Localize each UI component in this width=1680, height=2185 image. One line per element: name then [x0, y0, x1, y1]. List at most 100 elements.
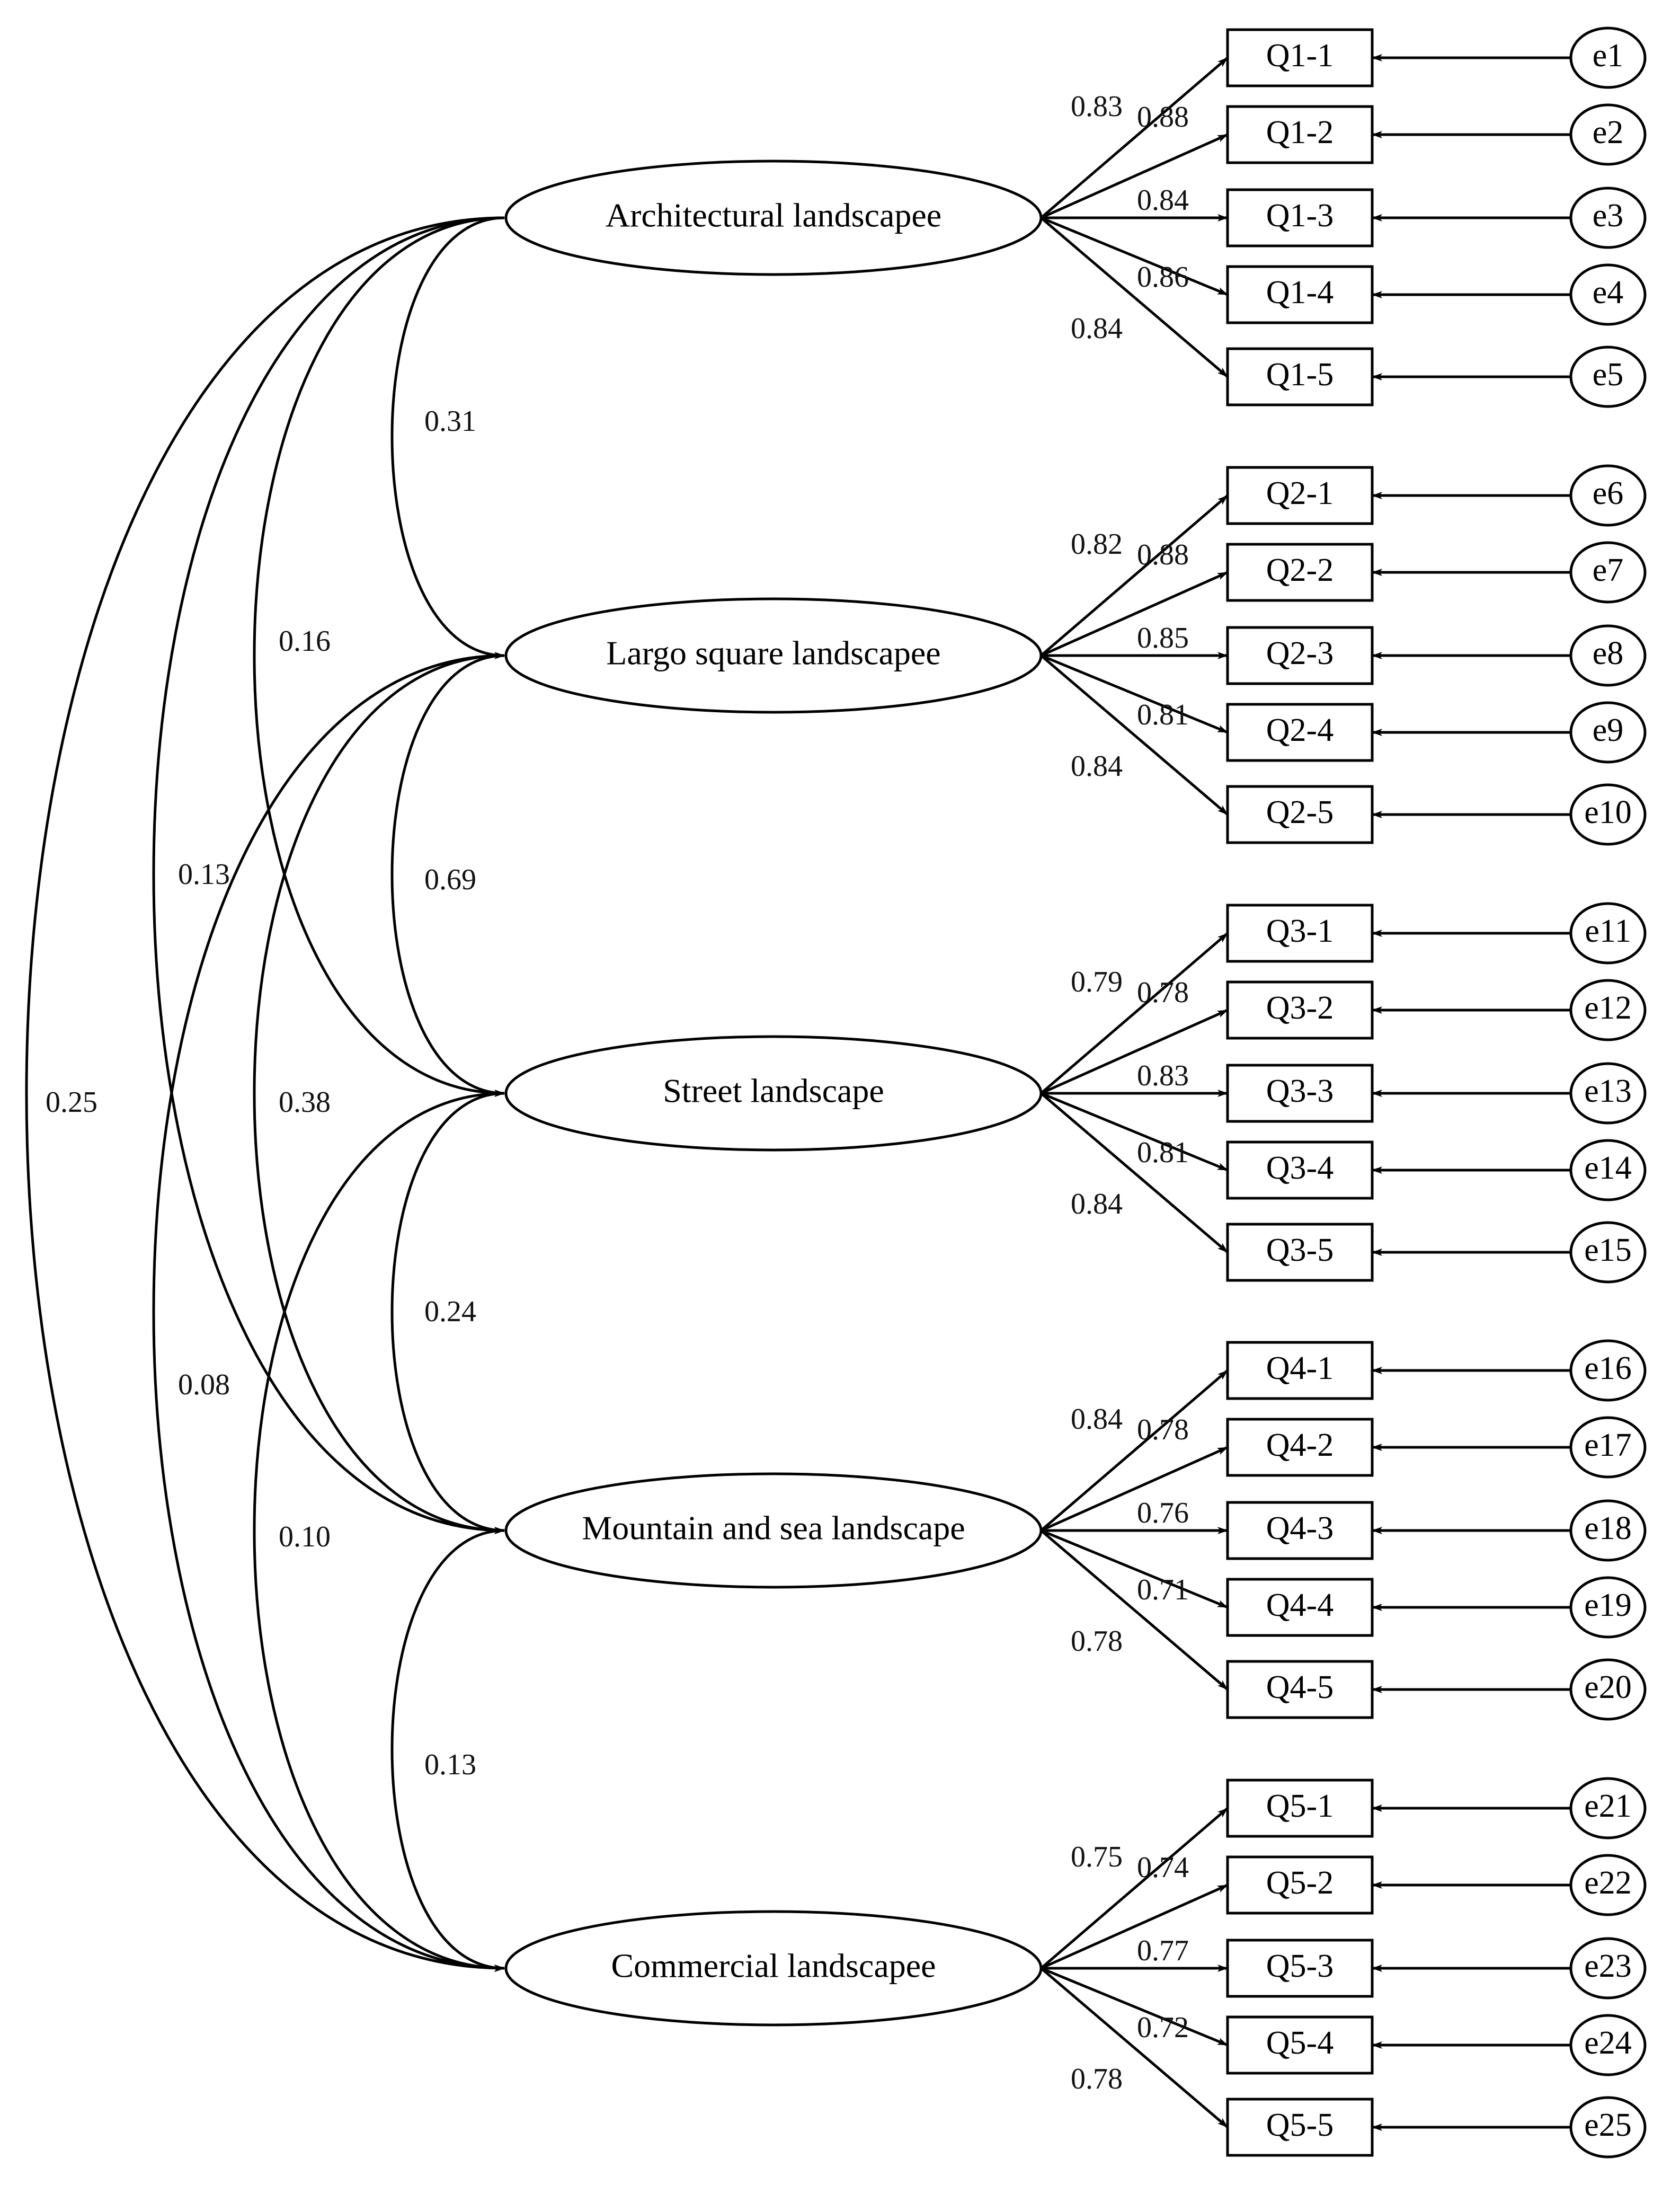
- error-term-label: e25: [1584, 2107, 1632, 2143]
- error-term-ellipse: [1569, 2096, 1647, 2159]
- latent-factor-ellipse: [504, 1910, 1043, 2027]
- indicator-label: Q5-5: [1266, 2107, 1334, 2143]
- indicator-box: [1226, 703, 1374, 762]
- error-term-label: e7: [1593, 552, 1624, 588]
- indicator-box: [1226, 2098, 1374, 2157]
- loading-coefficient: 0.88: [1137, 538, 1189, 571]
- indicator-box: [1226, 1578, 1374, 1637]
- indicator-label: Q3-4: [1266, 1150, 1334, 1186]
- loading-arrow: [1040, 494, 1229, 657]
- loading-arrow: [1040, 1883, 1229, 1970]
- loading-coefficient: 0.84: [1071, 1403, 1123, 1436]
- error-term-label: e15: [1584, 1232, 1632, 1268]
- correlation-coefficient: 0.13: [424, 1748, 476, 1781]
- loading-coefficient: 0.84: [1071, 750, 1123, 783]
- loading-arrow: [1041, 1092, 1228, 1172]
- correlation-coefficient: 0.13: [178, 858, 230, 891]
- indicator-box: [1226, 466, 1374, 525]
- correlation-coefficient: 0.38: [279, 1086, 331, 1119]
- loading-coefficient: 0.78: [1071, 2063, 1123, 2095]
- indicator-box: [1226, 1501, 1374, 1560]
- loading-coefficient: 0.84: [1137, 184, 1189, 217]
- error-term-ellipse: [1569, 1576, 1647, 1639]
- loading-arrow: [1040, 217, 1229, 378]
- correlation-arc-0-4: [25, 214, 515, 1972]
- loading-arrow: [1040, 1369, 1229, 1532]
- indicator-box: [1226, 1779, 1374, 1838]
- error-term-label: e16: [1584, 1350, 1632, 1386]
- correlation-arc-2-4: [253, 1089, 515, 1972]
- indicator-box: [1226, 1855, 1374, 1915]
- error-term-label: e17: [1584, 1427, 1632, 1463]
- latent-factor-ellipse: [504, 597, 1043, 714]
- indicator-label: Q3-3: [1266, 1073, 1334, 1109]
- indicator-label: Q1-3: [1266, 198, 1334, 234]
- loading-arrow: [1041, 1967, 1228, 2047]
- loading-arrow: [1040, 57, 1229, 219]
- error-term-label: e13: [1584, 1073, 1632, 1109]
- indicator-box: [1226, 1140, 1374, 1200]
- error-term-ellipse: [1569, 464, 1647, 527]
- error-term-label: e4: [1593, 275, 1624, 311]
- latent-factor-ellipse: [504, 1472, 1043, 1589]
- indicator-box: [1226, 265, 1374, 324]
- latent-factor-label: Street landscape: [663, 1072, 884, 1110]
- error-term-label: e12: [1584, 990, 1632, 1026]
- loading-arrow: [1040, 654, 1229, 816]
- loading-coefficient: 0.78: [1137, 976, 1189, 1009]
- indicator-box: [1226, 188, 1374, 247]
- loading-coefficient: 0.81: [1137, 1136, 1189, 1169]
- loading-coefficient: 0.88: [1137, 101, 1189, 134]
- latent-factor-label: Largo square landscapee: [606, 634, 940, 672]
- indicator-box: [1226, 626, 1374, 685]
- loading-arrow: [1041, 654, 1228, 734]
- correlation-arc-1-2: [390, 651, 515, 1097]
- indicator-label: Q5-4: [1266, 2025, 1334, 2061]
- correlation-arcs: 0.310.160.130.250.690.380.080.240.100.13: [25, 214, 515, 1972]
- correlation-coefficient: 0.08: [178, 1368, 230, 1401]
- loading-coefficient: 0.76: [1137, 1497, 1189, 1529]
- indicator-box: [1226, 1939, 1374, 1998]
- indicator-box: [1226, 1223, 1374, 1282]
- loading-arrow: [1040, 932, 1229, 1094]
- error-term-label: e24: [1584, 2025, 1632, 2061]
- loading-coefficient: 0.83: [1071, 90, 1123, 123]
- correlation-coefficient: 0.16: [279, 625, 331, 658]
- indicator-box: [1226, 105, 1374, 164]
- loading-arrow: [1040, 1807, 1229, 1969]
- latent-factor-label: Commercial landscapee: [611, 1947, 936, 1985]
- loading-coefficient: 0.75: [1071, 1841, 1123, 1873]
- indicator-label: Q3-2: [1266, 990, 1334, 1026]
- indicator-label: Q4-4: [1266, 1587, 1334, 1623]
- error-term-ellipse: [1569, 1854, 1647, 1916]
- indicator-label: Q1-1: [1266, 38, 1334, 74]
- latent-factor-ellipse: [504, 160, 1043, 276]
- error-term-ellipse: [1569, 624, 1647, 687]
- loading-coefficient: 0.81: [1137, 698, 1189, 731]
- indicator-box: [1226, 785, 1374, 844]
- error-term-ellipse: [1569, 2014, 1647, 2076]
- loading-coefficient: 0.78: [1137, 1413, 1189, 1446]
- loading-arrow: [1040, 133, 1229, 219]
- error-term-label: e6: [1593, 475, 1624, 511]
- indicator-box: [1226, 1660, 1374, 1719]
- error-term-label: e9: [1593, 712, 1624, 748]
- indicator-label: Q4-3: [1266, 1510, 1334, 1546]
- error-term-label: e18: [1584, 1510, 1632, 1546]
- indicator-label: Q2-4: [1266, 712, 1334, 748]
- error-term-ellipse: [1569, 979, 1647, 1041]
- error-term-label: e19: [1584, 1587, 1632, 1623]
- correlation-coefficient: 0.69: [424, 863, 476, 896]
- loading-arrow: [1040, 1092, 1229, 1253]
- loading-coefficient: 0.83: [1137, 1059, 1189, 1092]
- error-term-ellipse: [1569, 1416, 1647, 1479]
- indicator-label: Q4-1: [1266, 1350, 1334, 1386]
- error-term-ellipse: [1569, 26, 1647, 89]
- indicator-box: [1226, 1418, 1374, 1477]
- correlation-arc-0-2: [253, 214, 515, 1097]
- indicator-label: Q3-5: [1266, 1232, 1334, 1268]
- indicator-label: Q1-4: [1266, 275, 1334, 311]
- loading-arrow: [1041, 1529, 1228, 1609]
- indicator-box: [1226, 904, 1374, 963]
